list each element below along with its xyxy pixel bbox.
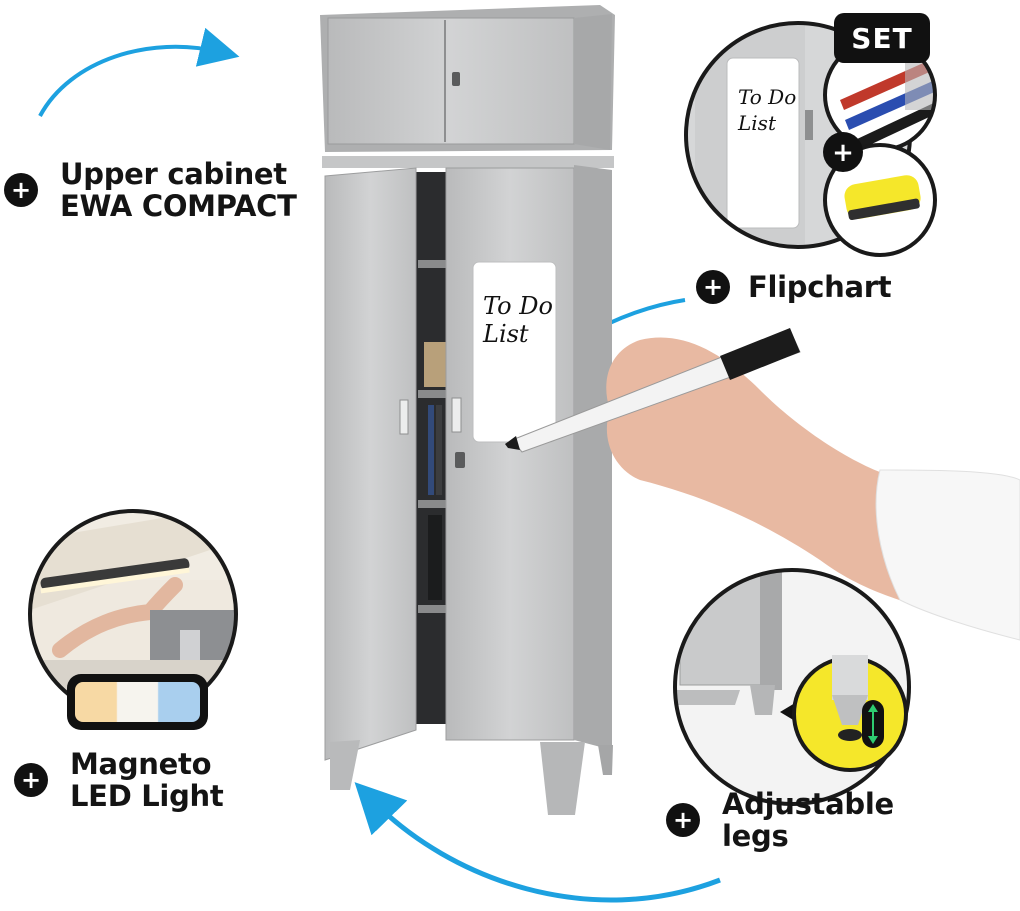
feature-upper-cabinet: + Upper cabinet EWA COMPACT <box>4 158 297 222</box>
arrow-bottom <box>354 782 721 903</box>
upper-cabinet-line-2: EWA COMPACT <box>60 189 297 223</box>
board-line-2: List <box>482 320 529 348</box>
feature-flipchart: + Flipchart <box>696 270 892 304</box>
plus-icon: + <box>666 803 700 837</box>
upper-cabinet-image <box>320 5 615 152</box>
led-line-1: Magneto <box>70 747 212 781</box>
inset-plus-sign: + <box>832 138 854 168</box>
plus-icon: + <box>14 763 48 797</box>
plus-icon: + <box>696 270 730 304</box>
led-line-2: LED Light <box>70 779 224 813</box>
legs-inset <box>673 568 911 806</box>
feature-led-light: + Magneto LED Light <box>14 747 224 813</box>
flipchart-inset: To Do List + <box>684 21 937 257</box>
arrow-top-left <box>38 27 240 117</box>
set-badge: SET <box>834 13 930 63</box>
legs-line-2: legs <box>722 819 789 853</box>
legs-line-1: Adjustable <box>722 787 894 821</box>
feature-adjustable-legs: + Adjustable legs <box>666 788 894 852</box>
upper-cabinet-line-1: Upper cabinet <box>60 157 287 191</box>
led-inset <box>28 509 238 730</box>
main-cabinet-image: To Do List <box>322 156 614 815</box>
inset-board-line-1: To Do <box>738 85 796 109</box>
board-line-1: To Do <box>483 292 553 320</box>
flipchart-label: Flipchart <box>748 270 892 304</box>
hand-with-marker-image <box>505 328 1020 641</box>
plus-icon: + <box>4 173 38 207</box>
inset-board-line-2: List <box>737 111 777 135</box>
